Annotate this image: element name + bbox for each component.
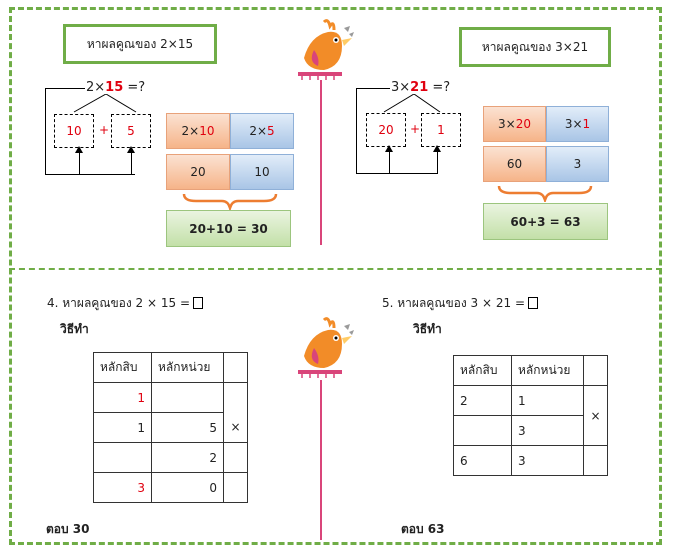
bird-icon — [298, 19, 354, 80]
diagram-line — [45, 88, 46, 175]
times-sign: × — [583, 385, 608, 446]
worksheet-frame — [9, 7, 662, 545]
answer-4: ตอบ 30 — [46, 522, 90, 536]
brace-icon — [182, 193, 278, 210]
product-cell: 3×1 — [546, 106, 609, 142]
split-box-ones: 1 — [421, 113, 461, 147]
answer-blank-box — [528, 297, 538, 309]
method-label: วิธีทำ — [60, 322, 89, 336]
place-value-table: หลักสิบ หลักหน่วย 1 1 5 × 2 3 0 — [93, 352, 248, 503]
partial-product-cell: 10 — [230, 154, 294, 190]
partial-product-cell: 20 — [166, 154, 230, 190]
bird-pole — [320, 380, 322, 540]
table-row: 1 5 × — [93, 412, 248, 443]
table-row: 3 0 — [93, 472, 248, 503]
up-arrow-icon — [433, 145, 441, 152]
bird-icon — [298, 317, 354, 378]
sum-result-box: 60+3 = 63 — [483, 203, 608, 240]
plus-sign: + — [410, 122, 421, 136]
product-cell: 2×5 — [230, 113, 294, 149]
header-tens: หลักสิบ — [453, 355, 512, 386]
problem-5: 5. หาผลคูณของ 3 × 21 = — [382, 294, 538, 313]
diagram-line — [356, 88, 357, 174]
up-arrow-icon — [385, 145, 393, 152]
diagram-line — [131, 153, 132, 174]
product-cell: 2×10 — [166, 113, 230, 149]
split-lines — [383, 94, 441, 113]
diagram-line — [389, 152, 390, 173]
diagram-line — [356, 88, 390, 89]
operator-cell — [583, 355, 608, 386]
header-ones: หลักหน่วย — [511, 355, 584, 386]
split-lines — [73, 94, 137, 113]
answer-5: ตอบ 63 — [401, 522, 445, 536]
split-box-tens: 10 — [54, 114, 94, 148]
split-box-ones: 5 — [111, 114, 151, 148]
plus-sign: + — [99, 123, 110, 137]
place-value-table: หลักสิบ หลักหน่วย 2 1 × 3 6 3 — [453, 355, 608, 476]
partial-product-cell: 3 — [546, 146, 609, 182]
header-tens: หลักสิบ — [93, 352, 152, 383]
times-sign: × — [223, 412, 248, 443]
product-cell: 3×20 — [483, 106, 546, 142]
table-header-row: หลักสิบ หลักหน่วย — [453, 355, 608, 386]
table-row: 2 — [93, 442, 248, 473]
table-row: 2 1 × — [453, 385, 608, 446]
left-title: หาผลคูณของ 2×15 — [86, 36, 194, 51]
brace-icon — [497, 185, 593, 202]
right-title-box: หาผลคูณของ 3×21 — [459, 27, 611, 67]
table-row: 6 3 — [453, 445, 608, 476]
left-expression: 2×15 =? — [86, 80, 146, 95]
diagram-line — [45, 174, 135, 175]
up-arrow-icon — [127, 146, 135, 153]
diagram-line — [356, 173, 438, 174]
sum-result-box: 20+10 = 30 — [166, 210, 291, 247]
right-title: หาผลคูณของ 3×21 — [481, 39, 589, 54]
diagram-line — [437, 152, 438, 173]
split-box-tens: 20 — [366, 113, 406, 147]
table-header-row: หลักสิบ หลักหน่วย — [93, 352, 248, 383]
bird-pole — [320, 80, 322, 245]
right-expression: 3×21 =? — [391, 80, 451, 95]
section-divider — [9, 268, 662, 270]
up-arrow-icon — [75, 146, 83, 153]
diagram-line — [79, 153, 80, 174]
left-title-box: หาผลคูณของ 2×15 — [63, 24, 217, 64]
operator-cell — [223, 352, 248, 383]
diagram-line — [45, 88, 85, 89]
answer-blank-box — [193, 297, 203, 309]
table-row: 1 — [93, 382, 248, 413]
problem-4: 4. หาผลคูณของ 2 × 15 = — [47, 294, 203, 313]
header-ones: หลักหน่วย — [151, 352, 224, 383]
method-label: วิธีทำ — [413, 322, 442, 336]
partial-product-cell: 60 — [483, 146, 546, 182]
